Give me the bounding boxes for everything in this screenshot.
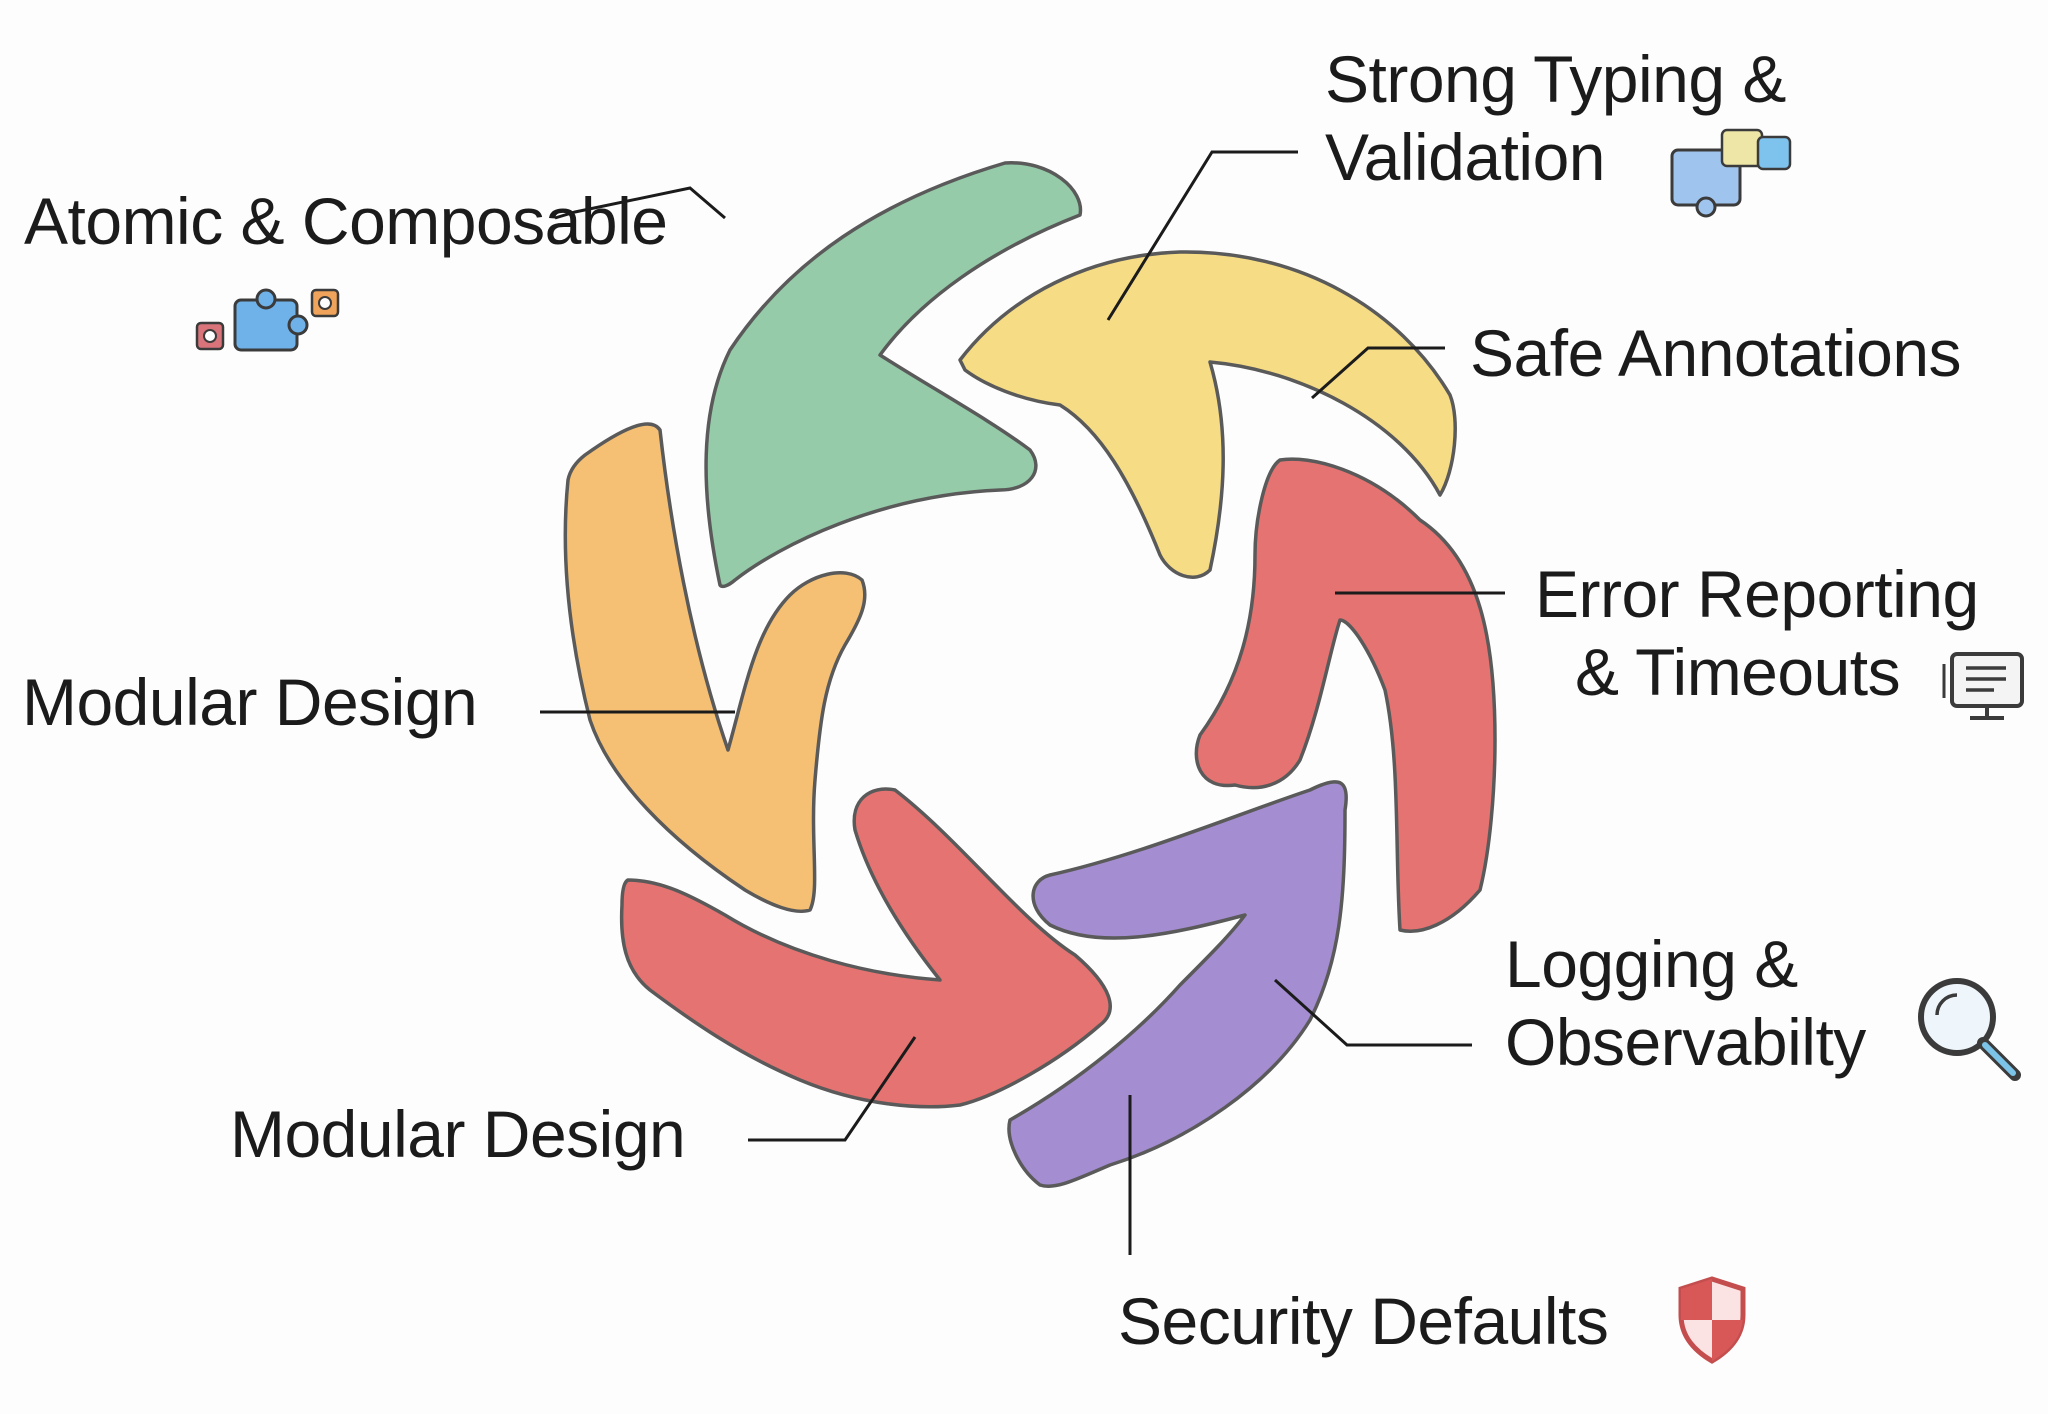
arrow-red-left [619,787,1112,1109]
arrow-purple [1007,780,1348,1188]
label-strong-typing: Strong Typing & Validation [1325,40,1786,196]
label-atomic: Atomic & Composable [24,182,668,260]
arrow-red-right [1194,457,1497,933]
label-strong-typing-line1: Strong Typing & [1325,42,1786,116]
label-logging-line2: Observabilty [1505,1005,1866,1079]
label-safe-annotations-text: Safe Annotations [1470,316,1962,390]
leader-modular-lower [748,1036,917,1142]
label-modular-upper-text: Modular Design [22,665,478,739]
shield-icon [1678,1276,1746,1364]
puzzle-pieces-icon [1670,128,1792,218]
leader-logging [1273,978,1472,1047]
label-logging-line1: Logging & [1505,927,1798,1001]
label-safe-annotations: Safe Annotations [1470,314,1962,392]
arrow-green [704,161,1083,589]
label-strong-typing-line2: Validation [1325,120,1605,194]
puzzle-pieces-icon [195,288,340,352]
magnifier-icon [1918,978,2021,1081]
arrow-yellow [958,250,1457,579]
leader-strong-typing [1106,150,1298,321]
leader-atomic [554,186,726,220]
monitor-log-icon [1942,652,2024,720]
label-security: Security Defaults [1118,1282,1609,1360]
label-error: Error Reporting & Timeouts [1535,555,1979,711]
label-atomic-text: Atomic & Composable [24,184,668,258]
label-error-line1: Error Reporting [1535,557,1979,631]
label-security-text: Security Defaults [1118,1284,1609,1358]
label-modular-lower-text: Modular Design [230,1097,686,1171]
label-logging: Logging & Observabilty [1505,925,1866,1081]
label-modular-lower: Modular Design [230,1095,686,1173]
arrow-orange [563,422,867,913]
leader-safe-annotations [1311,346,1445,400]
label-modular-upper: Modular Design [22,663,478,741]
label-error-line2: & Timeouts [1575,635,1901,709]
